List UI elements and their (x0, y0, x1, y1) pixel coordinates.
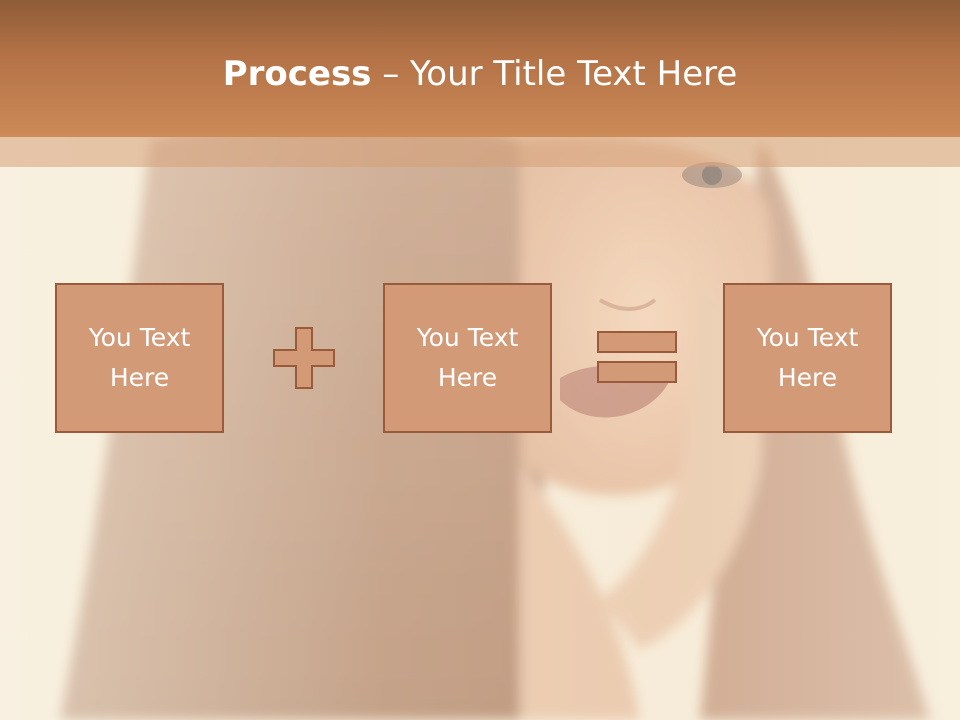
process-box-2[interactable]: You Text Here (383, 283, 552, 433)
process-box-3[interactable]: You Text Here (723, 283, 892, 433)
process-box-3-label: You Text Here (756, 323, 859, 392)
title-bar (0, 0, 960, 137)
title-bold: Process (222, 54, 372, 94)
title-rest: – Your Title Text Here (371, 54, 738, 94)
process-box-1[interactable]: You Text Here (55, 283, 224, 433)
slide-title[interactable]: Process – Your Title Text Here (0, 52, 960, 96)
process-box-2-label: You Text Here (416, 323, 519, 392)
equals-icon (597, 331, 677, 383)
plus-icon (273, 327, 335, 389)
title-accent-strip (0, 137, 960, 167)
process-box-1-label: You Text Here (88, 323, 191, 392)
